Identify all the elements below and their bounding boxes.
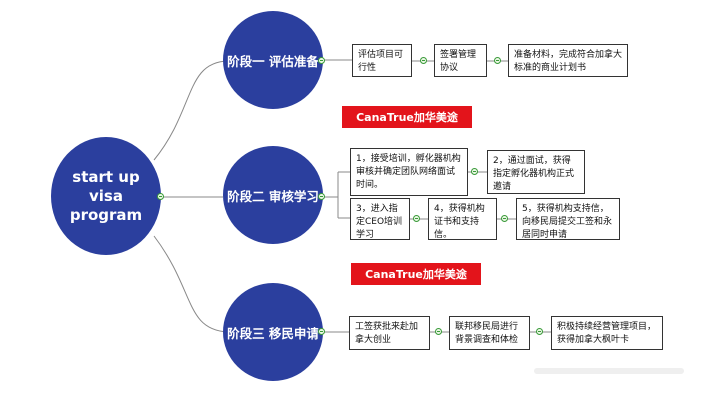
- root-line-3: program: [69, 205, 143, 224]
- stage-2-topic: 阶段二 审核学习: [223, 146, 323, 244]
- root-line-2: visa: [89, 186, 123, 205]
- stage-2-node-1: 1，接受培训，孵化器机构审核并确定团队网络面试时间。: [350, 148, 468, 196]
- stage-3-node-3: 积极持续经营管理项目，获得加拿大枫叶卡: [551, 316, 663, 350]
- stage-3-topic: 阶段三 移民申请: [223, 283, 323, 381]
- collapse-toggle-icon[interactable]: [157, 193, 164, 200]
- stage-3-node-1: 工签获批来赴加拿大创业: [349, 316, 430, 350]
- collapse-toggle-icon[interactable]: [435, 328, 442, 335]
- collapse-toggle-icon[interactable]: [420, 57, 427, 64]
- stage-2-node-4: 4，获得机构证书和支持信。: [428, 198, 497, 240]
- watermark-blur: [534, 368, 684, 374]
- collapse-toggle-icon[interactable]: [318, 57, 325, 64]
- collapse-toggle-icon[interactable]: [536, 328, 543, 335]
- collapse-toggle-icon[interactable]: [471, 168, 478, 175]
- stage-1-topic: 阶段一 评估准备: [223, 11, 323, 109]
- collapse-toggle-icon[interactable]: [494, 57, 501, 64]
- collapse-toggle-icon[interactable]: [413, 215, 420, 222]
- stage-1-node-2: 签署管理协议: [434, 44, 487, 77]
- stage-1-node-1: 评估项目可行性: [352, 44, 412, 77]
- brand-banner-2: CanaTrue加华美途: [351, 263, 481, 285]
- stage-3-node-2: 联邦移民局进行背景调查和体检: [449, 316, 530, 350]
- stage-1-node-3: 准备材料，完成符合加拿大标准的商业计划书: [508, 44, 628, 77]
- stage-2-node-5: 5，获得机构支持信，向移民局提交工签和永居同时申请: [516, 198, 620, 240]
- stage-2-node-2: 2，通过面试，获得指定孵化器机构正式邀请: [487, 150, 585, 194]
- collapse-toggle-icon[interactable]: [318, 193, 325, 200]
- stage-2-node-3: 3，进入指定CEO培训学习: [350, 198, 410, 240]
- root-line-1: start up: [72, 167, 140, 186]
- collapse-toggle-icon[interactable]: [501, 215, 508, 222]
- brand-banner-1: CanaTrue加华美途: [342, 106, 472, 128]
- root-topic: start up visa program: [51, 137, 161, 255]
- collapse-toggle-icon[interactable]: [318, 328, 325, 335]
